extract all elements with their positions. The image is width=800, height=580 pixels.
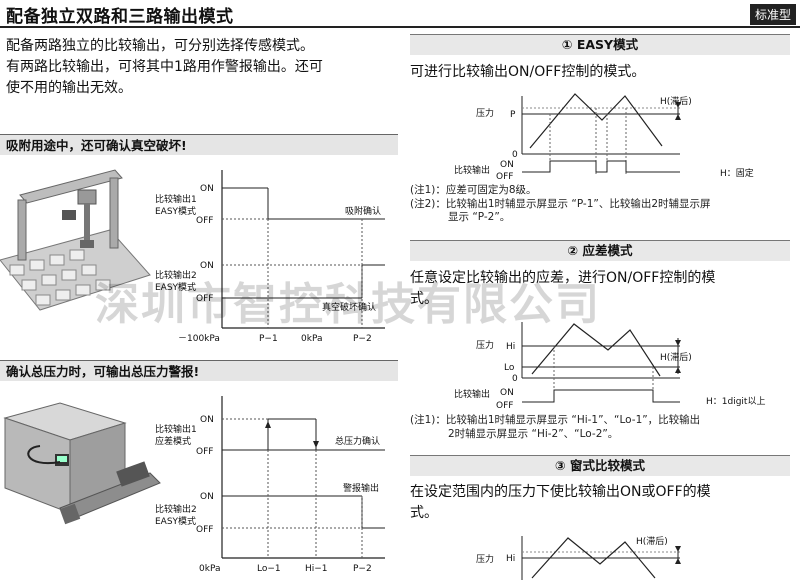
mode1-on: ON	[500, 160, 514, 170]
mode1-desc: 可进行比较输出ON/OFF控制的模式。	[410, 64, 646, 80]
ch1-label-a: 比较输出1	[155, 423, 197, 435]
mode3-desc: 在设定范围内的压力下使比较输出ON或OFF的模 式。	[410, 482, 795, 524]
ch2-on: ON	[200, 492, 214, 502]
mode2-diagram: 压力 Hi Lo 0 H(滞后) 比较输出 ON OFF H：1digit以上	[454, 322, 765, 411]
ch1-label-b: 应差模式	[155, 435, 191, 447]
mode1-h-note: H：固定	[720, 167, 754, 179]
mode2-y-label: 压力	[476, 339, 494, 351]
x-tick-1: Lo−1	[257, 564, 281, 574]
mode1-y-label: 压力	[476, 107, 494, 119]
annotation-suction-confirm: 吸附确认	[345, 205, 381, 217]
mode2-zero: 0	[512, 374, 518, 384]
ch2-label-a: 比较输出2	[155, 503, 197, 515]
mode1-note-2a: (注2)：比较输出1时辅显示屏显示 “P-1”、比较输出2时辅显示屏	[410, 198, 711, 210]
ch1-on: ON	[200, 415, 214, 425]
x-tick-3: P−2	[353, 334, 372, 344]
ch2-off: OFF	[196, 525, 213, 535]
annotation-vacuum-break: 真空破坏确认	[322, 301, 376, 313]
x-tick-0: 0kPa	[199, 564, 220, 574]
section-vacuum-heading: 吸附用途中，还可确认真空破坏!	[0, 134, 398, 155]
ch2-label-b: EASY模式	[155, 515, 196, 527]
mode3-desc-line-2: 式。	[410, 505, 438, 521]
mode3-heading: ③ 窗式比较模式	[410, 455, 790, 476]
x-tick-0: －100kPa	[178, 334, 220, 344]
mode3-desc-line-1: 在设定范围内的压力下使比较输出ON或OFF的模	[410, 484, 711, 500]
ch2-on: ON	[200, 261, 214, 271]
pressure-timing-section: 比较输出1 应差模式 ON OFF 比较输出2 EASY模式 ON OFF 总压…	[3, 396, 385, 574]
ch2-label-b: EASY模式	[155, 281, 196, 293]
intro-line-1: 配备两路独立的比较输出，可分别选择传感模式。	[6, 38, 314, 54]
mode1-out-label: 比较输出	[454, 164, 490, 176]
intro-text: 配备两路独立的比较输出，可分别选择传感模式。 有两路比较输出，可将其中1路用作警…	[6, 36, 398, 99]
tank-cylinder-illustration	[3, 402, 161, 525]
mode2-note-1a: (注1)：比较输出1时辅显示屏显示 “Hi-1”、“Lo-1”，比较输出	[410, 414, 701, 426]
mode2-hi: Hi	[506, 342, 515, 352]
x-tick-3: P−2	[353, 564, 372, 574]
mode2-desc-line-1: 任意设定比较输出的应差，进行ON/OFF控制的模	[410, 270, 716, 286]
mode1-p-label: P	[510, 110, 516, 120]
mode2-out-label: 比较输出	[454, 388, 490, 400]
x-tick-2: Hi−1	[305, 564, 328, 574]
mode1-note-2b: 显示 “P-2”。	[448, 211, 511, 223]
annotation-alarm-output: 警报输出	[343, 482, 379, 494]
intro-line-3: 使不用的输出无效。	[6, 80, 132, 96]
ch1-off: OFF	[196, 447, 213, 457]
mode1-off: OFF	[496, 172, 513, 182]
ch2-off: OFF	[196, 294, 213, 304]
mode2-h-note: H：1digit以上	[706, 396, 765, 407]
vacuum-timing-section: 比较输出1 EASY模式 ON OFF 比较输出2 EASY模式 ON OFF …	[0, 169, 385, 344]
mode2-off: OFF	[496, 401, 513, 411]
ch1-label-a: 比较输出1	[155, 193, 197, 205]
mode3-diagram: 压力 Hi H(滞后)	[476, 536, 681, 580]
mode2-on: ON	[500, 388, 514, 398]
annotation-total-pressure: 总压力确认	[335, 435, 380, 447]
mode1-diagram: 压力 P 0 H(滞后) 比较输出 ON OFF H：固定	[454, 93, 754, 182]
mode2-desc: 任意设定比较输出的应差，进行ON/OFF控制的模 式。	[410, 268, 795, 310]
ch1-off: OFF	[196, 216, 213, 226]
suction-machine-illustration	[0, 169, 151, 311]
mode2-heading: ② 应差模式	[410, 240, 790, 261]
mode3-hi: Hi	[506, 554, 515, 564]
ch1-label-b: EASY模式	[155, 205, 196, 217]
standard-badge: 标准型	[749, 4, 796, 25]
header-divider	[0, 26, 800, 28]
mode1-zero: 0	[512, 150, 518, 160]
company-watermark: 深圳市智控科技有限公司	[95, 279, 601, 330]
mode1-heading: ① EASY模式	[410, 34, 790, 55]
mode1-note-1: (注1)：应差可固定为8级。	[410, 184, 537, 196]
mode3-y-label: 压力	[476, 553, 494, 565]
mode2-desc-line-2: 式。	[410, 291, 438, 307]
mode2-note-1b: 2时辅显示屏显示 “Hi-2”、“Lo-2”。	[448, 428, 619, 440]
mode3-hyst: H(滞后)	[636, 536, 668, 547]
section-pressure-heading: 确认总压力时，可输出总压力警报!	[0, 360, 398, 381]
page-title: 配备独立双路和三路输出模式	[6, 7, 234, 27]
mode2-lo: Lo	[504, 363, 515, 373]
mode1-hyst: H(滞后)	[660, 96, 692, 107]
intro-line-2: 有两路比较输出，可将其中1路用作警报输出。还可	[6, 59, 323, 75]
ch2-label-a: 比较输出2	[155, 269, 197, 281]
x-tick-1: P−1	[259, 334, 278, 344]
ch1-on: ON	[200, 184, 214, 194]
mode2-hyst: H(滞后)	[660, 352, 692, 363]
x-tick-2: 0kPa	[301, 334, 322, 344]
